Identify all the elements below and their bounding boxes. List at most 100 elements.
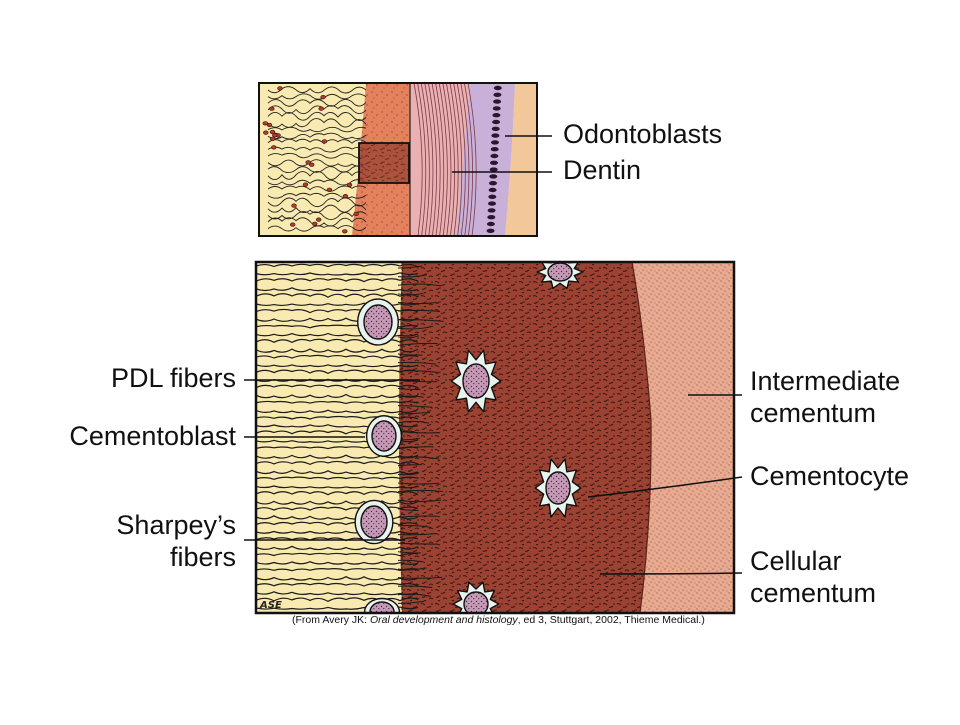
pdl-fiber — [256, 354, 419, 359]
sharpeys-fiber — [397, 420, 430, 424]
detail-panel: ASE — [256, 262, 734, 613]
pdl-fiber — [256, 393, 419, 399]
overview-fiber — [267, 146, 367, 153]
odontoblast-nucleus — [493, 92, 502, 98]
pdl-fiber — [256, 384, 419, 389]
label-cementoblast: Cementoblast — [69, 421, 236, 451]
sharpeys-fiber — [397, 525, 432, 528]
overview-cell-dot — [277, 86, 283, 91]
odontoblast-nucleus — [489, 167, 498, 172]
pdl-fiber — [256, 485, 419, 489]
overview-cell-dot — [342, 229, 348, 234]
cementoblast — [357, 298, 400, 346]
overview-fiber — [267, 118, 367, 128]
sharpeys-fiber — [397, 274, 427, 278]
sharpeys-fiber — [397, 353, 423, 356]
overview-frame — [258, 82, 538, 237]
sharpeys-fiber — [397, 309, 440, 312]
sharpeys-fiber — [397, 325, 434, 330]
odontoblast-nucleus — [490, 153, 499, 159]
overview-cell-dot — [271, 145, 277, 150]
sharpeys-fiber — [397, 508, 419, 511]
odontoblast-nucleus — [486, 221, 495, 227]
odontoblast-nucleus — [492, 113, 501, 118]
odontoblast-nucleus — [491, 126, 500, 131]
pdl-fiber — [256, 552, 419, 557]
sharpeys-fiber — [397, 342, 438, 346]
label-pdl-fibers: PDL fibers — [110, 363, 236, 393]
overview-fiber — [267, 111, 367, 121]
sharpeys-fiber — [397, 335, 419, 339]
cementocyte — [534, 458, 582, 518]
overview-fiber — [267, 98, 367, 107]
sharpeys-fiber — [397, 499, 442, 503]
overview-cell-dot — [269, 129, 276, 135]
cementoblast — [365, 415, 403, 457]
dentin-tubule — [460, 83, 470, 236]
pdl-fiber — [256, 408, 419, 414]
sharpeys-fiber — [397, 559, 422, 563]
intermediate-cementum-region — [632, 262, 734, 613]
overview-fiber — [267, 225, 367, 232]
sharpeys-fiber — [397, 533, 437, 536]
overview-cell-dot — [353, 211, 359, 216]
dentin-tubule — [467, 83, 477, 236]
sharpeys-fiber — [397, 456, 440, 460]
pdl-fiber — [256, 378, 419, 383]
odontoblast-nucleus — [486, 228, 495, 233]
overview-fiber — [267, 93, 367, 100]
overview-fiber — [267, 197, 367, 208]
overview-fiber — [267, 179, 367, 186]
dentin-tubule — [442, 83, 452, 236]
odontoblast-nucleus — [491, 140, 499, 145]
sharpeys-fiber — [397, 405, 433, 408]
pdl-fiber — [256, 272, 419, 276]
overview-pulp-region — [505, 83, 537, 236]
sharpeys-fiber — [397, 370, 438, 373]
sharpeys-fiber — [397, 446, 434, 450]
cementocyte — [452, 581, 500, 613]
overview-cell-dot — [302, 182, 309, 187]
overview-fiber — [267, 152, 367, 159]
odontoblast-nucleus — [491, 133, 500, 138]
overview-fiber — [267, 204, 367, 214]
pdl-fiber — [256, 545, 419, 551]
odontoblast-nucleus — [493, 85, 502, 91]
odontoblast-nucleus — [489, 181, 497, 186]
dentin-tubule — [449, 83, 459, 236]
overview-cell-dot — [316, 217, 322, 222]
overview-fiber — [267, 132, 367, 140]
odontoblast-nucleus — [492, 119, 501, 125]
sharpeys-fiber — [397, 585, 433, 588]
label-cementocyte: Cementocyte — [750, 461, 910, 491]
overview-cell-dot — [321, 139, 328, 144]
zoom-inset-box — [358, 142, 410, 184]
label-odontoblasts: Odontoblasts — [563, 119, 723, 149]
dentin-tubule — [424, 83, 434, 236]
overview-cell-dot — [305, 160, 311, 165]
overview-cell-dot — [269, 106, 275, 111]
odontoblast-nucleus — [487, 215, 496, 220]
cementoblast — [354, 499, 394, 545]
pdl-fiber — [256, 476, 419, 481]
leader-cementocyte — [587, 476, 743, 498]
sharpeys-fiber — [397, 482, 439, 485]
sharpeys-fiber — [397, 473, 419, 476]
dentin-tubule — [453, 83, 463, 236]
overview-odontoblast-region — [456, 83, 515, 236]
sharpeys-fiber — [397, 489, 444, 493]
pdl-fiber — [256, 576, 419, 581]
overview-fiber — [267, 86, 367, 94]
sharpeys-fiber — [397, 395, 424, 398]
overview-cell-dot — [269, 136, 276, 141]
overview-fiber — [267, 159, 367, 167]
dentin-tubule — [428, 83, 437, 236]
overview-cell-dot — [346, 182, 353, 187]
sharpeys-fiber — [397, 464, 422, 467]
odontoblast-nucleus — [489, 174, 498, 179]
overview-fiber — [267, 105, 367, 115]
overview-cell-dot — [342, 194, 349, 199]
odontoblast-nucleus — [488, 187, 497, 193]
